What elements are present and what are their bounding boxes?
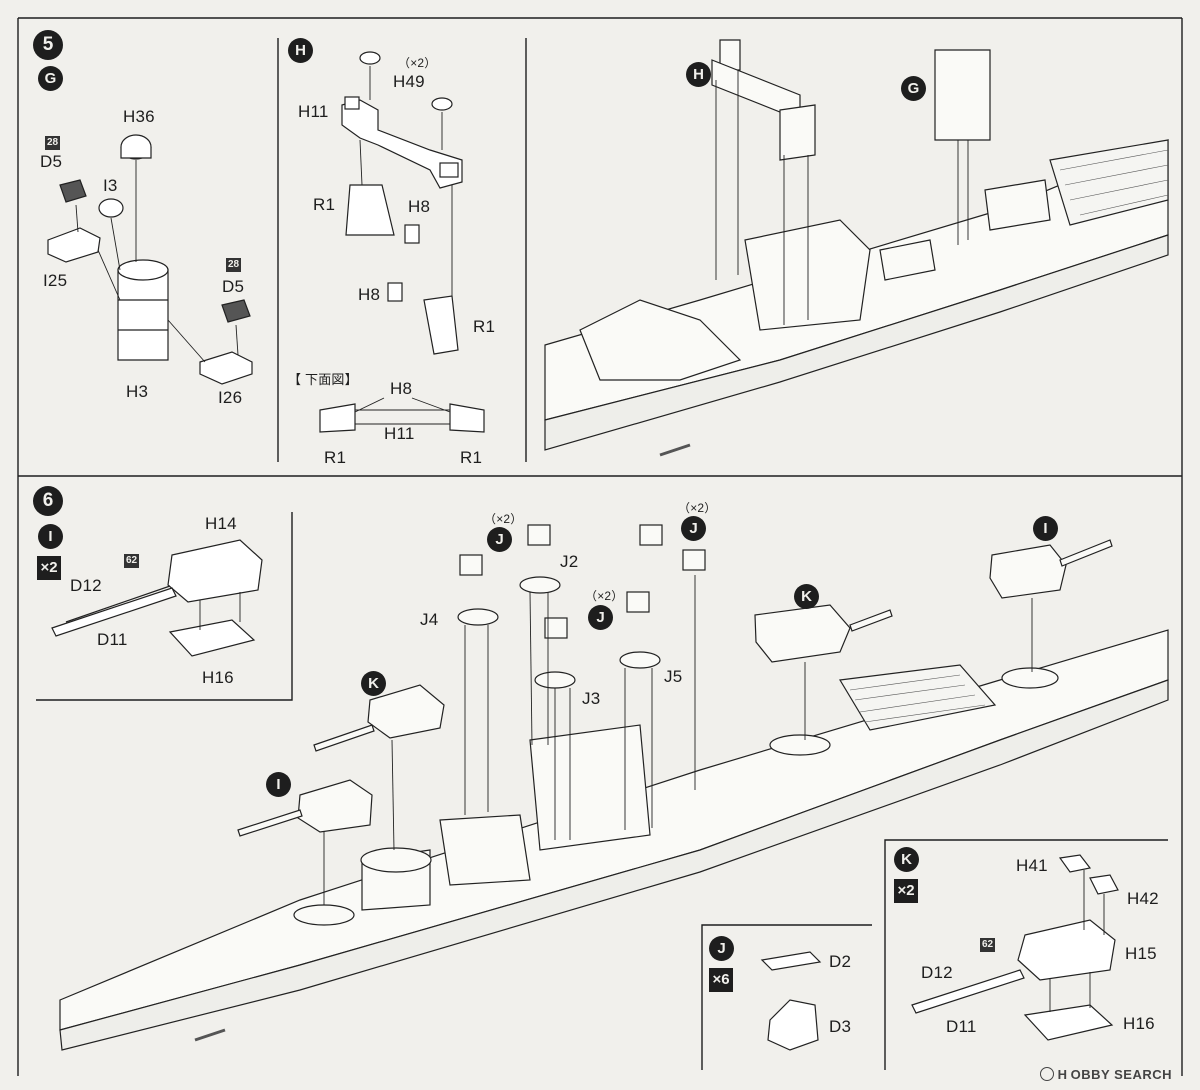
color-tag: 62 [980,938,995,952]
g-assembly-drawing [47,134,253,385]
part-label-h41: H41 [1016,856,1048,875]
part-label-j5: J5 [664,667,683,686]
part-label-d3: D3 [829,1017,852,1036]
attach-marker-h: H [686,62,711,87]
quantity-badge: ×2 [37,556,61,580]
watermark-logo-icon [1039,1067,1054,1081]
part-label-i25: I25 [43,271,68,290]
part-label-d5: D5 [222,277,245,296]
part-label-d11: D11 [97,630,128,649]
part-label-h8: H8 [358,285,381,304]
part-label-r1: R1 [460,448,483,467]
part-label-d5: D5 [40,152,63,171]
part-label-h11: H11 [298,102,329,121]
color-tag: 28 [45,136,60,150]
part-label-h36: H36 [123,107,155,126]
bottom-view-title: 【 下面図】 [288,372,358,387]
part-label-r1: R1 [324,448,347,467]
step-6-number: 6 [33,486,63,516]
part-label-r1: R1 [473,317,496,336]
part-label-i26: I26 [218,388,243,407]
part-label-d11: D11 [946,1017,977,1036]
subassembly-j-marker: J [709,936,734,961]
part-label-d12: D12 [921,963,953,982]
part-label-h16: H16 [1123,1014,1155,1033]
part-label-h16: H16 [202,668,234,687]
part-label-h8: H8 [408,197,431,216]
attach-marker-j: J [681,516,706,541]
hull-step6-drawing [59,524,1169,1051]
watermark: H OBBY SEARCH [1039,1067,1172,1082]
subassembly-k-marker: K [894,847,919,872]
color-tag: 28 [226,258,241,272]
part-label-d12: D12 [70,576,102,595]
attach-marker-i: I [266,772,291,797]
attach-marker-i: I [1033,516,1058,541]
subassembly-h-marker: H [288,38,313,63]
quantity-badge: ×6 [709,968,733,992]
k-turret-drawing [911,854,1119,1041]
attach-marker-j: J [487,527,512,552]
quantity-note: （×2） [484,512,523,526]
j-mount-drawing [760,951,822,1051]
quantity-note: （×2） [398,56,437,70]
attach-marker-k: K [361,671,386,696]
h-assembly-drawing [319,51,485,433]
part-label-j3: J3 [582,689,601,708]
part-label-h3: H3 [126,382,149,401]
subassembly-g-marker: G [38,66,63,91]
part-label-h11: H11 [384,424,415,443]
part-label-h42: H42 [1127,889,1159,908]
quantity-note: （×2） [585,589,624,603]
part-label-j2: J2 [560,552,579,571]
part-label-h8: H8 [390,379,413,398]
attach-marker-j: J [588,605,613,630]
part-label-r1: R1 [313,195,336,214]
part-label-d2: D2 [829,952,852,971]
part-label-i3: I3 [103,176,118,195]
subassembly-i-marker: I [38,524,63,549]
quantity-badge: ×2 [894,879,918,903]
step-5-number: 5 [33,30,63,60]
attach-marker-g: G [901,76,926,101]
i-turret-drawing [51,539,263,657]
part-label-h15: H15 [1125,944,1157,963]
attach-marker-k: K [794,584,819,609]
part-label-h49: H49 [393,72,425,91]
part-label-h14: H14 [205,514,237,533]
part-label-j4: J4 [420,610,439,629]
quantity-note: （×2） [678,501,717,515]
hull-step5-drawing [544,39,1169,451]
color-tag: 62 [124,554,139,568]
watermark-text: H OBBY SEARCH [1057,1067,1172,1082]
